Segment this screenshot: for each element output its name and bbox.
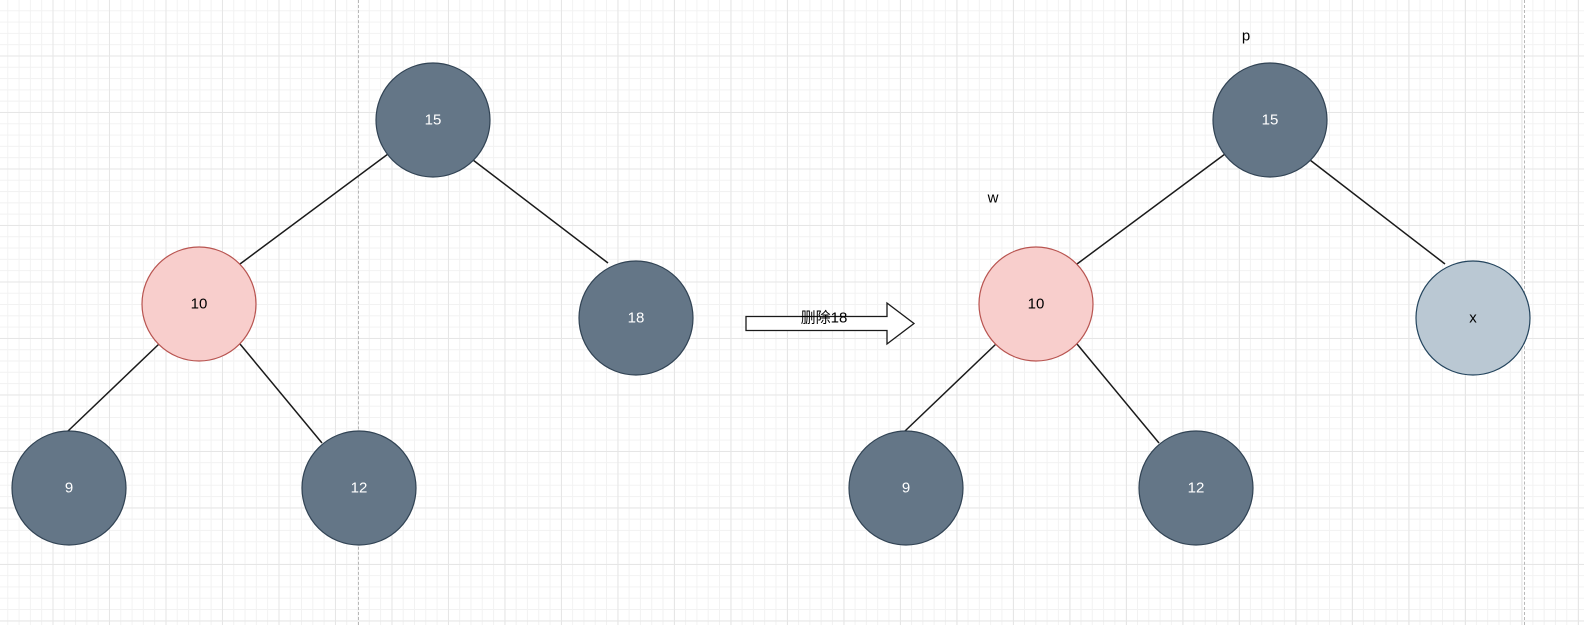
tree-node-15[interactable]: 15 bbox=[1212, 62, 1328, 178]
arrow-shape bbox=[745, 301, 916, 346]
node-label: 15 bbox=[425, 112, 442, 129]
tree-node-x[interactable]: x bbox=[1415, 260, 1531, 376]
tree-node-9[interactable]: 9 bbox=[11, 430, 127, 546]
sibling-label-w: w bbox=[987, 190, 999, 207]
node-label: x bbox=[1469, 310, 1477, 327]
tree-node-12[interactable]: 12 bbox=[1138, 430, 1254, 546]
parent-label-p: p bbox=[1242, 28, 1250, 45]
left-tree: 15 10 18 9 12 bbox=[11, 62, 694, 546]
edge-10-9 bbox=[904, 343, 997, 432]
edge-10-12 bbox=[1076, 343, 1160, 444]
page-boundary-line bbox=[358, 0, 359, 625]
node-label: 10 bbox=[1028, 296, 1045, 313]
node-label: 12 bbox=[1188, 480, 1205, 497]
right-tree: p w 15 10 x 9 12 bbox=[848, 28, 1531, 546]
edge-15-18 bbox=[472, 159, 609, 264]
edge-15-10 bbox=[1076, 153, 1226, 265]
node-label: 10 bbox=[191, 296, 208, 313]
node-label: 15 bbox=[1262, 112, 1279, 129]
edge-15-10 bbox=[239, 153, 389, 265]
transform-arrow[interactable]: 删除18 bbox=[745, 301, 916, 346]
tree-node-18[interactable]: 18 bbox=[578, 260, 694, 376]
tree-node-10[interactable]: 10 bbox=[978, 246, 1094, 362]
node-label: 9 bbox=[902, 480, 910, 497]
edge-15-x bbox=[1309, 159, 1446, 265]
tree-node-15[interactable]: 15 bbox=[375, 62, 491, 178]
edge-10-12 bbox=[239, 343, 323, 444]
node-label: 18 bbox=[628, 310, 645, 327]
arrow-label: 删除18 bbox=[801, 310, 848, 327]
tree-node-12[interactable]: 12 bbox=[301, 430, 417, 546]
edge-10-9 bbox=[67, 343, 160, 432]
node-label: 9 bbox=[65, 480, 73, 497]
tree-node-10[interactable]: 10 bbox=[141, 246, 257, 362]
tree-node-9[interactable]: 9 bbox=[848, 430, 964, 546]
node-label: 12 bbox=[351, 480, 368, 497]
